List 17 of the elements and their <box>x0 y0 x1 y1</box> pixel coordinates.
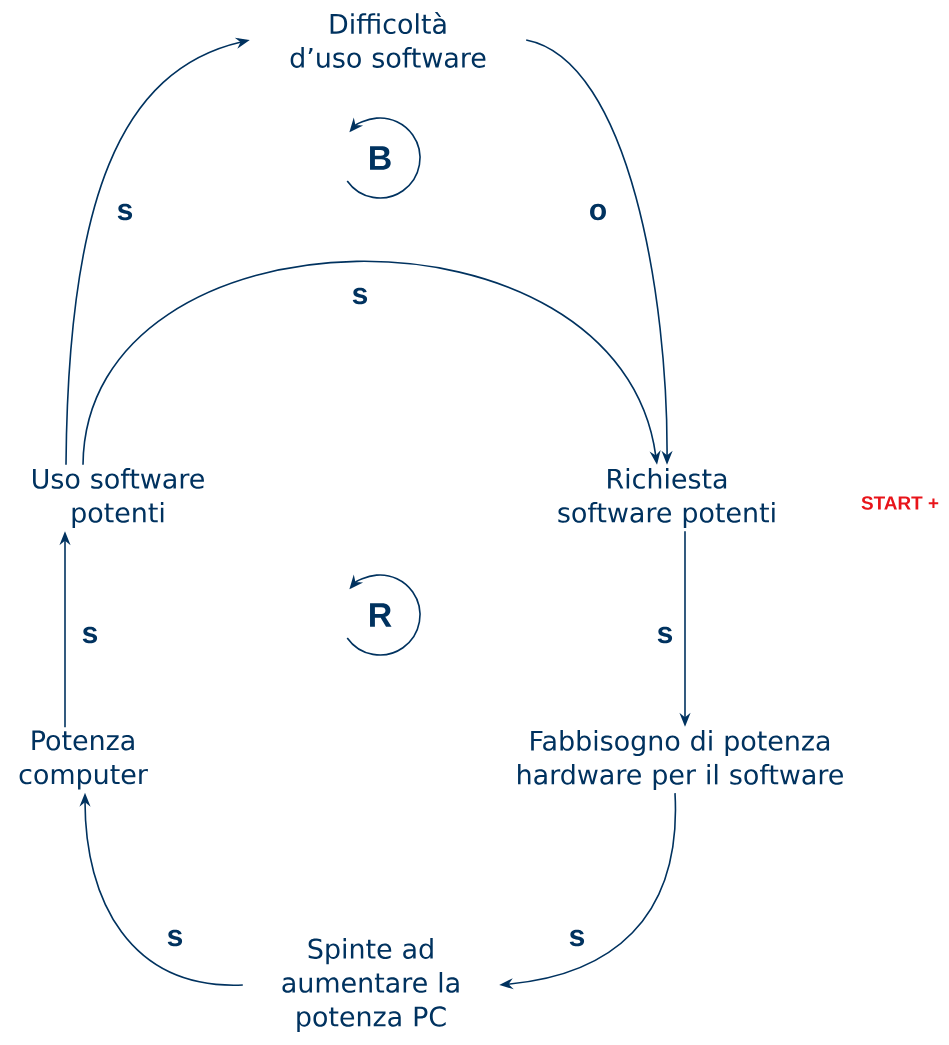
edge-label: s <box>164 927 186 949</box>
node-label: Fabbisogno di potenza hardware per il software <box>518 730 843 790</box>
loop-label: B <box>370 146 391 170</box>
edge-label: s <box>79 624 101 646</box>
start-label: START + <box>861 496 939 510</box>
arrow <box>82 260 661 466</box>
node-label: Difficoltà d’uso software <box>290 12 486 68</box>
edge-label: o <box>586 201 610 223</box>
edge-label: s <box>654 624 676 646</box>
node-label: Richiesta software potenti <box>558 468 775 528</box>
edge-label: s <box>349 285 371 307</box>
node-label: Uso software potenti <box>33 468 204 528</box>
edge-label: s <box>114 201 136 223</box>
edge-label: s <box>566 927 588 949</box>
node-label: Spinte ad aumentare la potenza PC <box>282 938 459 1032</box>
node-label: Potenza computer <box>19 730 148 790</box>
loop-label: R <box>370 603 392 627</box>
